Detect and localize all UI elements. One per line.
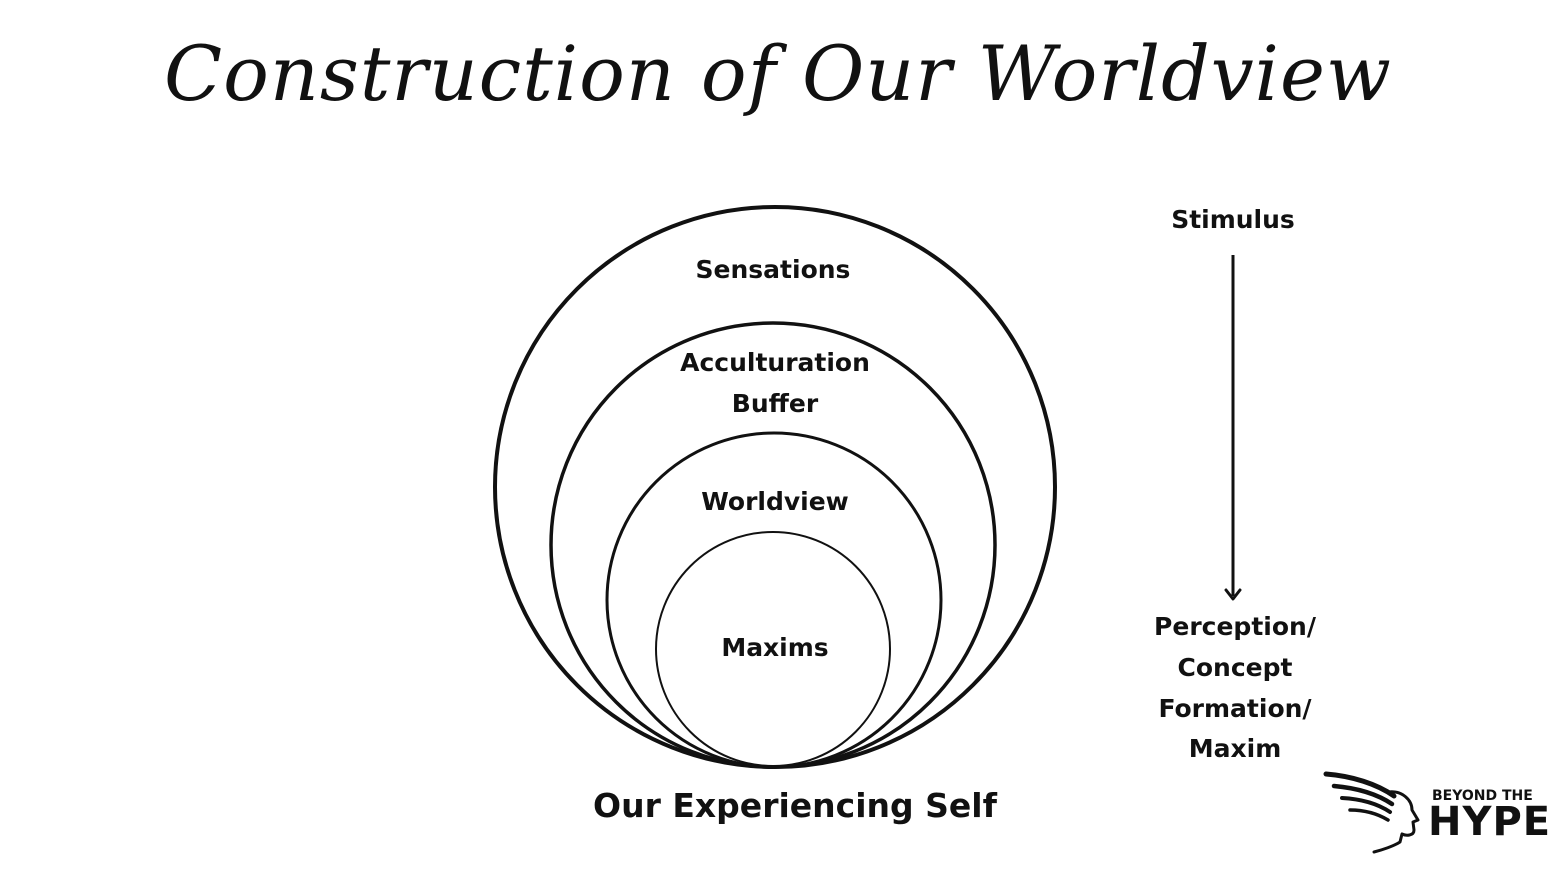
logo-top-text: BEYOND THE: [1432, 788, 1533, 804]
flow-label-maxim: Maxim: [1188, 734, 1282, 763]
brand-logo: BEYOND THE HYPE: [1322, 770, 1550, 855]
label-worldview: Worldview: [701, 487, 849, 516]
circle-maxims: [655, 531, 891, 767]
flow-label-stimulus: Stimulus: [1171, 205, 1295, 234]
caption-experiencing-self: Our Experiencing Self: [593, 786, 997, 825]
label-acculturation-line1: Acculturation: [680, 348, 870, 377]
label-acculturation-line2: Buffer: [731, 389, 819, 418]
flow-label-perception: Perception/: [1154, 612, 1316, 641]
flow-label-formation: Formation/: [1158, 694, 1312, 723]
flow-label-concept: Concept: [1177, 653, 1293, 682]
circle-worldview: [605, 431, 943, 769]
page-title: Construction of Our Worldview: [163, 29, 1392, 118]
flow-arrow-head: [1224, 588, 1242, 601]
label-sensations: Sensations: [695, 255, 851, 284]
logo-main-text: HYPE: [1428, 799, 1552, 845]
label-maxims: Maxims: [721, 633, 829, 662]
winged-head-icon: [1323, 771, 1420, 854]
